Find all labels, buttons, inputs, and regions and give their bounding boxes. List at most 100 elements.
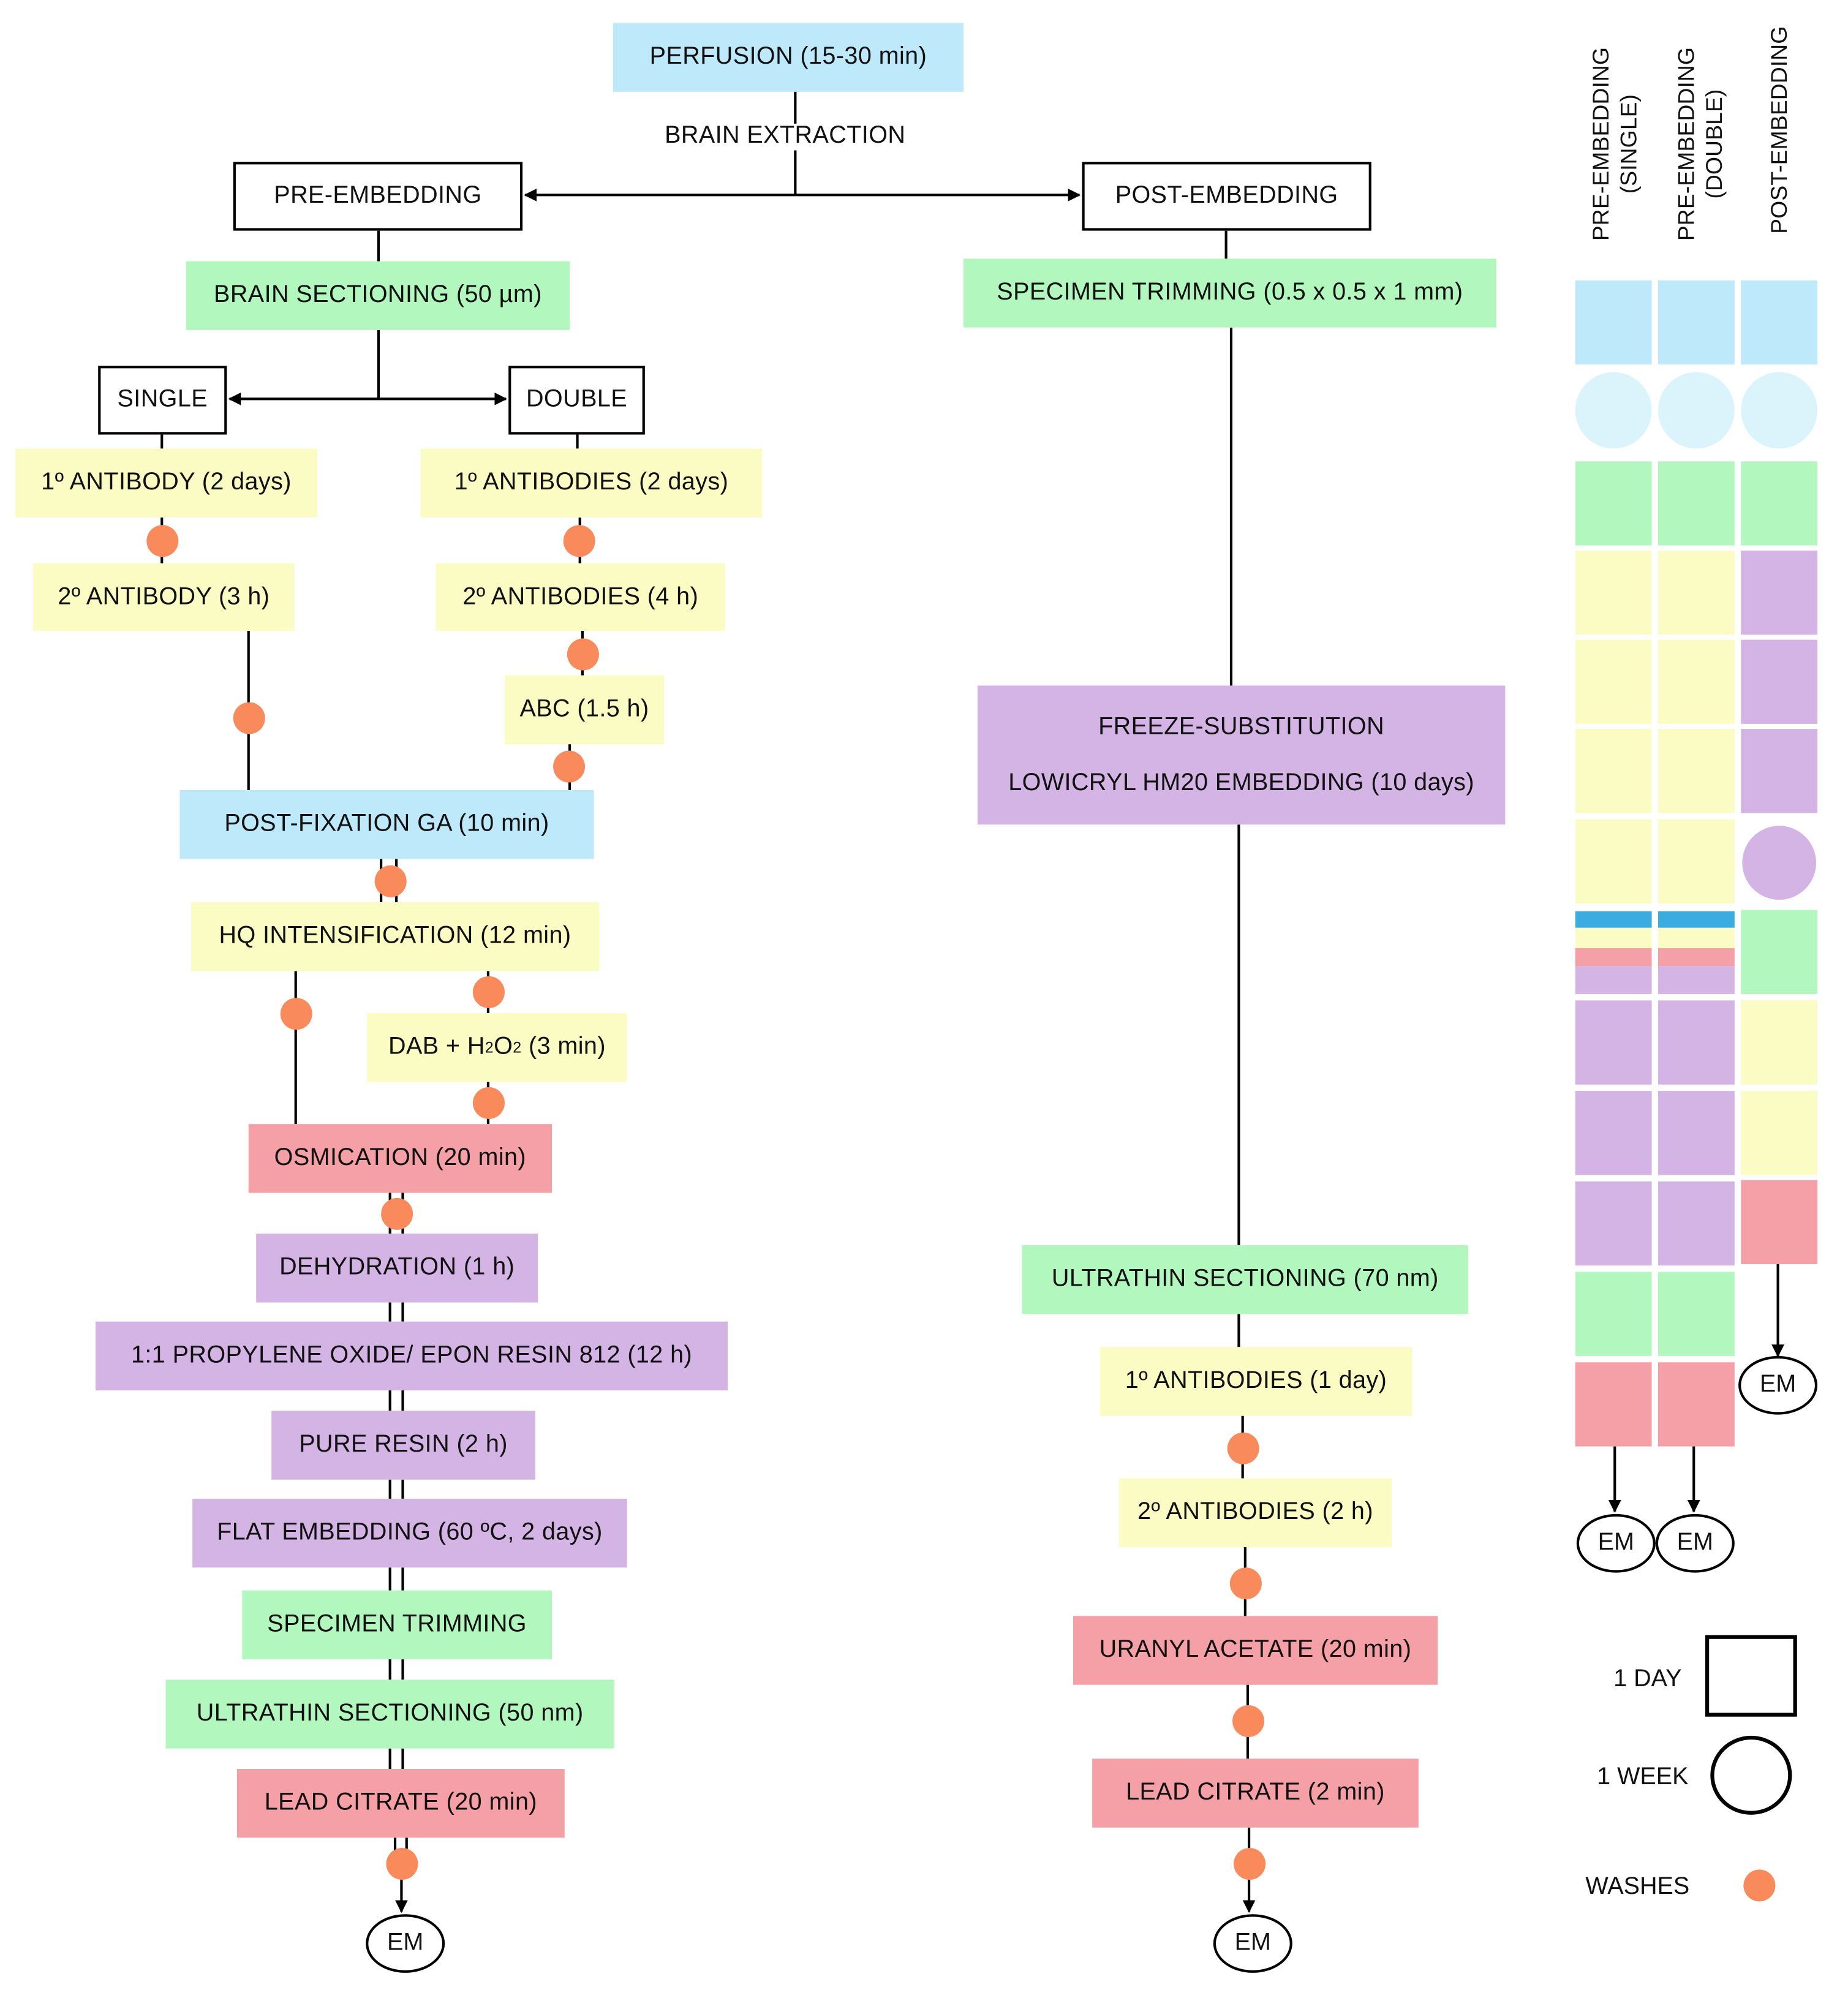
post-ultrathin-sectioning-step: ULTRATHIN SECTIONING (70 nm)	[1022, 1245, 1468, 1314]
timeline-cell-fraction	[1658, 911, 1735, 928]
timeline-header-pre-double: PRE-EMBEDDING (DOUBLE)	[1672, 17, 1729, 271]
timeline-header-line: (DOUBLE)	[1701, 89, 1727, 199]
osmication-step: OSMICATION (20 min)	[248, 1124, 552, 1193]
post-secondary-antibodies-step: 2º ANTIBODIES (2 h)	[1118, 1478, 1392, 1547]
timeline-cell-day	[1741, 461, 1818, 546]
timeline-em-pre-double: EM	[1655, 1513, 1735, 1573]
wash-dot	[232, 701, 265, 734]
post-specimen-trimming-step: SPECIMEN TRIMMING (0.5 x 0.5 x 1 mm)	[964, 258, 1496, 328]
timeline-cell-fraction	[1658, 927, 1735, 949]
timeline-cell-week	[1741, 372, 1818, 449]
dab-prefix: DAB + H	[388, 1033, 485, 1061]
brain-extraction-label: BRAIN EXTRACTION	[665, 122, 906, 149]
timeline-cell-day	[1741, 1091, 1818, 1175]
pre-ultrathin-sectioning-step: ULTRATHIN SECTIONING (50 nm)	[165, 1679, 614, 1749]
timeline-cell-day	[1575, 280, 1652, 365]
freeze-substitution-label: FREEZE-SUBSTITUTION	[1098, 713, 1385, 740]
timeline-cell-day	[1658, 1091, 1735, 1175]
legend-day-square	[1705, 1635, 1797, 1717]
post-primary-antibodies-step: 1º ANTIBODIES (1 day)	[1099, 1347, 1412, 1416]
timeline-cell-fraction	[1575, 911, 1652, 928]
wash-dot	[380, 1197, 413, 1229]
single-primary-antibody-step: 1º ANTIBODY (2 days)	[15, 448, 318, 518]
timeline-cell-day	[1575, 1181, 1652, 1266]
pure-resin-step: PURE RESIN (2 h)	[271, 1411, 535, 1480]
single-label-box: SINGLE	[98, 366, 227, 435]
brain-sectioning-step: BRAIN SECTIONING (50 µm)	[186, 261, 570, 330]
timeline-cell-week	[1575, 372, 1652, 449]
timeline-cell-day	[1741, 729, 1818, 813]
timeline-cell-day	[1658, 1362, 1735, 1447]
perfusion-step: PERFUSION (15-30 min)	[613, 23, 964, 92]
timeline-cell-day	[1575, 550, 1652, 635]
post-fixation-step: POST-FIXATION GA (10 min)	[179, 790, 594, 859]
timeline-cell-day	[1658, 1000, 1735, 1085]
double-primary-antibodies-step: 1º ANTIBODIES (2 days)	[420, 448, 763, 518]
timeline-cell-day	[1575, 1272, 1652, 1356]
timeline-cell-week	[1742, 826, 1816, 900]
wash-dot	[472, 975, 504, 1008]
uranyl-acetate-step: URANYL ACETATE (20 min)	[1073, 1616, 1438, 1685]
timeline-cell-day	[1575, 1091, 1652, 1175]
wash-dot	[566, 638, 598, 670]
timeline-cell-day	[1741, 280, 1818, 365]
timeline-header-line: (SINGLE)	[1616, 94, 1642, 194]
timeline-cell-day	[1575, 729, 1652, 813]
wash-dot	[374, 864, 406, 897]
post-em-endpoint: EM	[1213, 1914, 1292, 1973]
timeline-cell-fraction	[1575, 948, 1652, 967]
post-lead-citrate-step: LEAD CITRATE (2 min)	[1092, 1758, 1419, 1828]
pre-specimen-trimming-step: SPECIMEN TRIMMING	[242, 1590, 552, 1660]
timeline-cell-day	[1575, 639, 1652, 724]
dab-sub-1: 2	[485, 1038, 494, 1057]
timeline-cell-day	[1658, 1272, 1735, 1356]
timeline-header-pre-single: PRE-EMBEDDING (SINGLE)	[1586, 17, 1643, 271]
dab-sub-2: 2	[513, 1038, 522, 1057]
legend-week-label: 1 WEEK	[1597, 1763, 1689, 1791]
legend-week-circle	[1710, 1735, 1792, 1815]
lowicryl-embedding-label: LOWICRYL HM20 EMBEDDING (10 days)	[1008, 769, 1474, 796]
wash-dot	[472, 1086, 504, 1118]
legend-day-label: 1 DAY	[1613, 1665, 1682, 1693]
dab-mid: O	[494, 1033, 513, 1061]
wash-dot	[1226, 1431, 1259, 1464]
dab-suffix: (3 min)	[521, 1033, 606, 1061]
timeline-cell-day	[1658, 819, 1735, 904]
timeline-cell-day	[1658, 1181, 1735, 1266]
wash-dot	[385, 1847, 418, 1879]
timeline-cell-day	[1741, 1000, 1818, 1085]
timeline-cell-day	[1741, 550, 1818, 635]
timeline-cell-day	[1741, 639, 1818, 724]
legend-washes-label: WASHES	[1585, 1873, 1690, 1901]
timeline-cell-day	[1575, 819, 1652, 904]
timeline-cell-day	[1658, 639, 1735, 724]
abc-step: ABC (1.5 h)	[504, 675, 665, 745]
freeze-substitution-step: FREEZE-SUBSTITUTION LOWICRYL HM20 EMBEDD…	[977, 685, 1506, 825]
timeline-cell-day	[1658, 550, 1735, 635]
legend-wash-dot	[1743, 1869, 1775, 1901]
timeline-cell-fraction	[1575, 927, 1652, 949]
timeline-cell-fraction	[1658, 948, 1735, 967]
wash-dot	[1231, 1704, 1264, 1736]
timeline-header-post: POST-EMBEDDING	[1766, 26, 1792, 234]
double-secondary-antibodies-step: 2º ANTIBODIES (4 h)	[436, 563, 725, 631]
timeline-em-pre-single: EM	[1576, 1513, 1656, 1573]
timeline-cell-day	[1658, 461, 1735, 546]
pre-lead-citrate-step: LEAD CITRATE (20 min)	[237, 1769, 565, 1838]
timeline-cell-day	[1575, 461, 1652, 546]
pre-embedding-header: PRE-EMBEDDING	[233, 162, 523, 231]
timeline-header-line: PRE-EMBEDDING	[1588, 47, 1614, 241]
double-label-box: DOUBLE	[508, 366, 645, 435]
timeline-cell-day	[1575, 1362, 1652, 1447]
timeline-cell-day	[1741, 910, 1818, 994]
timeline-header-line: PRE-EMBEDDING	[1673, 47, 1699, 241]
timeline-cell-day	[1658, 729, 1735, 813]
timeline-cell-week	[1658, 372, 1735, 449]
wash-dot	[1229, 1567, 1261, 1599]
flat-embedding-step: FLAT EMBEDDING (60 ºC, 2 days)	[192, 1498, 627, 1568]
timeline-em-post: EM	[1738, 1355, 1818, 1415]
timeline-cell-day	[1575, 1000, 1652, 1085]
wash-dot	[279, 997, 312, 1030]
